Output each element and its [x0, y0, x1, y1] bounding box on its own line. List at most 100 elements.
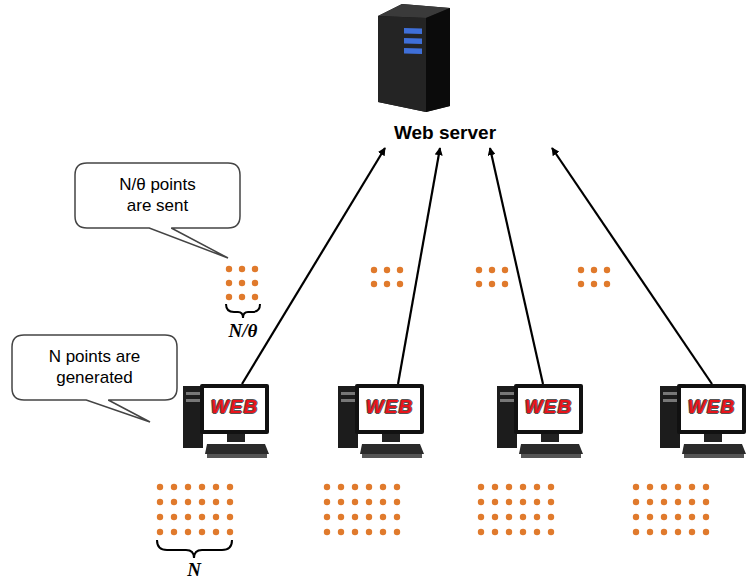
point: [227, 529, 233, 535]
point: [338, 514, 344, 520]
point: [661, 484, 667, 490]
point: [703, 529, 709, 535]
client-computer: WEB: [183, 382, 269, 462]
brace-label: N/θ: [229, 320, 258, 342]
point: [489, 281, 495, 287]
point: [534, 529, 540, 535]
callout-text: N/θ points are sent: [98, 168, 218, 223]
point: [380, 514, 386, 520]
point: [689, 484, 695, 490]
callout-text: N points are generated: [27, 340, 162, 395]
point: [366, 514, 372, 520]
node-label: Web server: [370, 122, 520, 144]
point: [478, 484, 484, 490]
point: [324, 514, 330, 520]
point: [171, 484, 177, 490]
server-icon: [376, 2, 456, 114]
point: [591, 267, 597, 273]
computer-icon: [338, 382, 424, 462]
point: [380, 499, 386, 505]
point: [252, 266, 258, 272]
point: [366, 499, 372, 505]
point: [371, 281, 377, 287]
point: [171, 514, 177, 520]
computer-icon: [497, 382, 583, 462]
screen-text: WEB: [518, 396, 579, 418]
point: [506, 499, 512, 505]
point: [366, 529, 372, 535]
point: [394, 529, 400, 535]
point: [338, 484, 344, 490]
point: [213, 484, 219, 490]
point: [213, 514, 219, 520]
point: [548, 529, 554, 535]
point: [548, 484, 554, 490]
point: [352, 514, 358, 520]
point: [633, 499, 639, 505]
point: [324, 529, 330, 535]
point: [548, 514, 554, 520]
point: [252, 294, 258, 300]
point: [227, 514, 233, 520]
point: [380, 529, 386, 535]
point: [502, 281, 508, 287]
point: [689, 514, 695, 520]
point: [476, 281, 482, 287]
point: [534, 514, 540, 520]
point: [502, 267, 508, 273]
point: [489, 267, 495, 273]
point: [239, 266, 245, 272]
point: [352, 529, 358, 535]
point: [394, 514, 400, 520]
point: [324, 484, 330, 490]
point: [199, 484, 205, 490]
point: [171, 499, 177, 505]
upload-arrow: [552, 148, 712, 384]
point: [661, 514, 667, 520]
point: [675, 499, 681, 505]
point: [520, 529, 526, 535]
point: [647, 529, 653, 535]
point: [239, 294, 245, 300]
screen-text: WEB: [204, 396, 265, 418]
point: [338, 499, 344, 505]
point: [534, 499, 540, 505]
upload-arrow: [490, 148, 543, 384]
point: [157, 499, 163, 505]
client-computer: WEB: [338, 382, 424, 462]
point: [185, 484, 191, 490]
point: [380, 484, 386, 490]
point: [661, 499, 667, 505]
point: [604, 281, 610, 287]
point: [478, 499, 484, 505]
point: [492, 529, 498, 535]
point: [633, 514, 639, 520]
point: [675, 529, 681, 535]
point: [520, 514, 526, 520]
computer-icon: [183, 382, 269, 462]
point: [252, 280, 258, 286]
point: [478, 529, 484, 535]
point: [689, 529, 695, 535]
upload-arrow: [242, 148, 385, 384]
point: [384, 267, 390, 273]
point: [366, 484, 372, 490]
point: [226, 266, 232, 272]
point: [171, 529, 177, 535]
point: [239, 280, 245, 286]
point: [633, 529, 639, 535]
point: [213, 529, 219, 535]
point: [157, 529, 163, 535]
point: [633, 484, 639, 490]
point: [338, 529, 344, 535]
point: [703, 499, 709, 505]
brace: [157, 540, 232, 558]
point: [520, 484, 526, 490]
point: [534, 484, 540, 490]
point: [703, 514, 709, 520]
point: [199, 514, 205, 520]
point: [394, 499, 400, 505]
point: [492, 514, 498, 520]
